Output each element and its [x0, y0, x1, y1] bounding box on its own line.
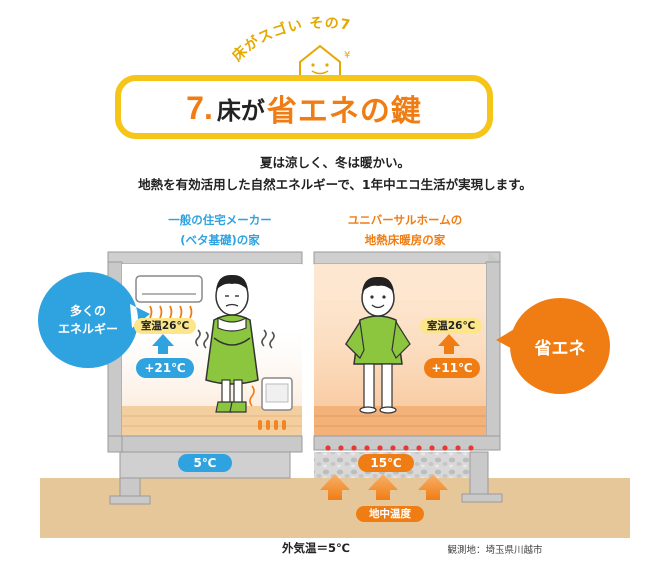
- intro-text: 夏は涼しく、冬は暖かい。 地熱を有効活用した自然エネルギーで、1年中エコ生活が実…: [0, 152, 670, 196]
- outside-temp: 外気温＝5℃: [282, 541, 350, 555]
- left-delta-badge: +21℃: [136, 358, 194, 378]
- happy-person-icon: [345, 276, 411, 414]
- page-title: 7. 床が 省エネの鍵: [118, 80, 490, 136]
- space-heater-icon: [249, 377, 293, 411]
- left-floor-temp-badge: 5℃: [178, 454, 232, 472]
- right-caption-line-1: ユニバーサルホームの: [347, 213, 463, 227]
- right-bubble-text: 省エネ: [534, 339, 586, 359]
- observation-location: 観測地：埼玉県川越市: [447, 545, 543, 556]
- house-icon: ¥: [299, 44, 350, 79]
- title-pre: 床が: [216, 96, 265, 125]
- right-room-temp-badge: 室温26℃: [420, 318, 482, 334]
- ground-temp-label: 地中温度: [356, 506, 424, 522]
- left-bubble-line-1: 多くの: [69, 304, 106, 318]
- right-up-arrow-icon: [438, 334, 460, 354]
- left-house-caption: 一般の住宅メーカー (ベタ基礎)の家: [150, 210, 290, 250]
- intro-line-1: 夏は涼しく、冬は暖かい。: [259, 155, 410, 170]
- right-house-caption: ユニバーサルホームの 地熱床暖房の家: [330, 210, 480, 250]
- air-conditioner-icon: [135, 275, 203, 319]
- right-delta-badge: +11℃: [424, 358, 480, 378]
- intro-line-2: 地熱を有効活用した自然エネルギーで、1年中エコ生活が実現します。: [138, 177, 532, 192]
- left-caption-line-2: (ベタ基礎)の家: [180, 233, 260, 247]
- title-frame: [115, 75, 493, 139]
- ground-heat-arrows: [320, 474, 448, 500]
- ground: [40, 478, 630, 538]
- left-bubble-line-2: エネルギー: [57, 322, 118, 336]
- title-number: 7.: [186, 89, 213, 126]
- left-up-arrow-icon: [152, 334, 174, 354]
- svg-text:¥: ¥: [344, 50, 350, 61]
- right-caption-line-2: 地熱床暖房の家: [364, 233, 446, 247]
- left-bubble-text: 多くの エネルギー: [38, 302, 138, 338]
- left-room-temp-badge: 室温26℃: [134, 318, 196, 334]
- right-floor-temp-badge: 15℃: [358, 454, 414, 472]
- left-caption-line-1: 一般の住宅メーカー: [168, 213, 272, 227]
- title-highlight: 省エネの鍵: [266, 94, 422, 129]
- header-graphic: 床がスゴい その7 ¥: [115, 15, 493, 139]
- cold-person-icon: [195, 274, 275, 413]
